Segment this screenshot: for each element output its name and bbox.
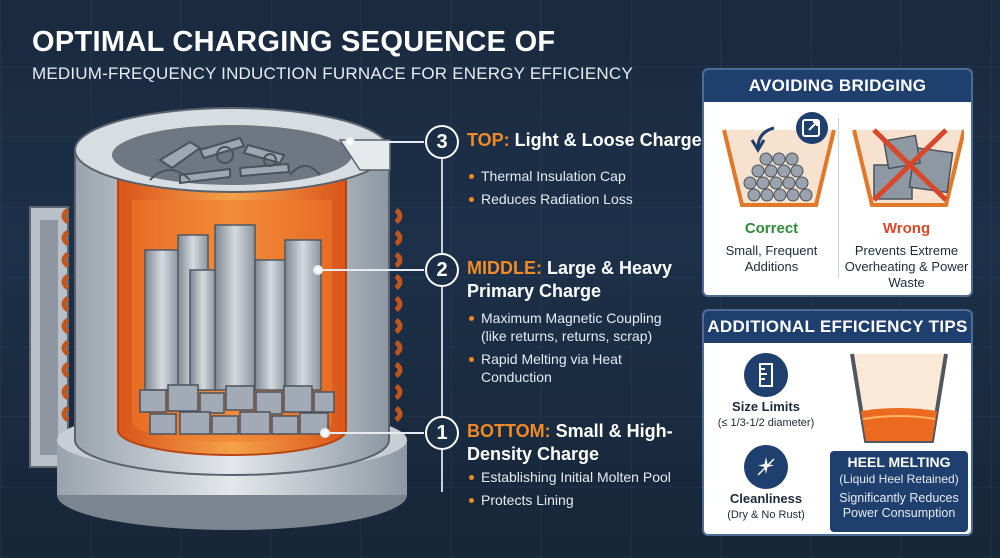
bridging-panel: AVOIDING BRIDGING Correct Small, Frequen… xyxy=(702,68,973,297)
size-title: Size Limits xyxy=(732,399,800,414)
furnace-illustration xyxy=(29,107,424,530)
step-heading: BOTTOM: Small & High-Density Charge xyxy=(467,420,687,466)
step-bullets: Maximum Magnetic Coupling (like returns,… xyxy=(469,309,684,391)
induction-coils xyxy=(61,208,403,422)
bullet: Thermal Insulation Cap xyxy=(469,167,729,185)
wrong-label: Wrong xyxy=(882,220,931,237)
bullet: Protects Lining xyxy=(469,491,729,509)
dense-chunks xyxy=(139,384,335,435)
clean-title: Cleanliness xyxy=(729,491,803,506)
page-subtitle: MEDIUM-FREQUENCY INDUCTION FURNACE FOR E… xyxy=(32,64,633,83)
step-text: Large & Heavy Primary Charge xyxy=(467,258,673,301)
bullet: Maximum Magnetic Coupling (like returns,… xyxy=(469,309,684,345)
heel-desc: Significantly Reduces Power Consumption xyxy=(839,491,959,520)
heel-melting-box: HEEL MELTING (Liquid Heel Retained) Sign… xyxy=(830,451,968,532)
panel-title: AVOIDING BRIDGING xyxy=(704,70,971,102)
clean-sub: (Dry & No Rust) xyxy=(727,509,805,521)
large-pieces xyxy=(873,134,954,200)
bridging-illustration xyxy=(722,112,964,207)
heel-crucible-illustration xyxy=(850,353,948,443)
step-key: TOP: xyxy=(467,130,510,150)
bullet: Reduces Radiation Loss xyxy=(469,190,729,208)
heel-title: HEEL MELTING xyxy=(847,454,951,470)
page-title: OPTIMAL CHARGING SEQUENCE OF xyxy=(32,26,556,58)
step-heading: MIDDLE: Large & Heavy Primary Charge xyxy=(467,257,707,303)
tips-panel: ADDITIONAL EFFICIENCY TIPS Size Limits (… xyxy=(702,309,973,536)
step-bullets: Establishing Initial Molten Pool Protect… xyxy=(469,468,729,514)
heavy-bars xyxy=(144,224,322,391)
step-key: MIDDLE: xyxy=(467,258,542,278)
size-sub: (≤ 1/3-1/2 diameter) xyxy=(717,417,815,429)
cross-icon xyxy=(872,128,948,202)
step-number: 1 xyxy=(425,416,459,450)
step-number: 3 xyxy=(425,125,459,159)
step-bullets: Thermal Insulation Cap Reduces Radiation… xyxy=(469,167,729,213)
pour-spout xyxy=(338,139,391,171)
bullet: Establishing Initial Molten Pool xyxy=(469,468,729,486)
step-heading: TOP: Light & Loose Charge xyxy=(467,129,737,152)
arrow-icon xyxy=(756,126,775,149)
sequence-line xyxy=(441,152,443,492)
small-pieces xyxy=(743,152,813,202)
step-text: Small & High-Density Charge xyxy=(467,421,673,464)
correct-desc: Small, Frequent Additions xyxy=(725,243,818,274)
ruler-icon xyxy=(744,353,788,397)
sparkle-icon xyxy=(744,445,788,489)
panel-title: ADDITIONAL EFFICIENCY TIPS xyxy=(704,311,971,343)
step-text: Light & Loose Charge xyxy=(509,130,702,150)
panel-divider xyxy=(838,118,839,278)
heel-sub: (Liquid Heel Retained) xyxy=(839,472,959,486)
step-number: 2 xyxy=(425,253,459,287)
light-scrap xyxy=(149,136,321,185)
wrong-desc: Prevents Extreme Overheating & Power Was… xyxy=(844,243,969,290)
step-key: BOTTOM: xyxy=(467,421,551,441)
correct-label: Correct xyxy=(744,220,799,237)
bullet: Rapid Melting via Heat Conduction xyxy=(469,350,684,386)
